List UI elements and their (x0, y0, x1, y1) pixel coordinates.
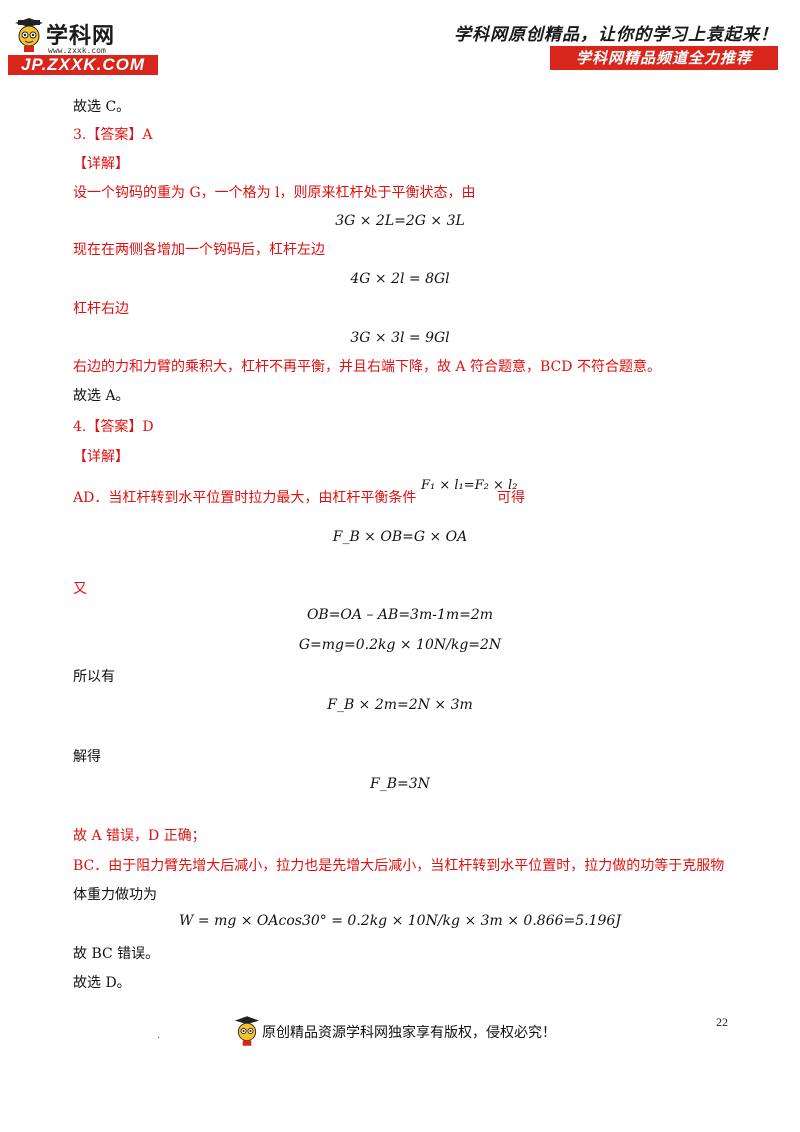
text-line: 故 BC 错误。 (73, 946, 160, 962)
text-line: 故 A 错误，D 正确； (73, 828, 206, 844)
equation: F_B=3N (370, 776, 430, 792)
equation: 3G × 2L=2G × 3L (335, 213, 465, 229)
logo-domain-banner: JP.ZXXK.COM (8, 55, 158, 75)
site-logo[interactable]: 学科网 www.zxxk.com JP.ZXXK.COM (8, 18, 160, 76)
logo-title: 学科网 (46, 24, 116, 49)
text-line: 故选 D。 (73, 975, 131, 991)
page-number: 22 (716, 1015, 728, 1029)
equation: 3G × 3l = 9Gl (350, 330, 450, 346)
text-line: 所以有 (73, 669, 115, 685)
detail-heading: 【详解】 (73, 156, 129, 172)
text-line: 又 (73, 581, 87, 597)
equation: F_B × 2m=2N × 3m (327, 697, 473, 713)
text-line: 杠杆右边 (73, 301, 129, 317)
header-slogan: 学科网原创精品，让你的学习上袁起来！ (454, 25, 778, 45)
channel-banner: 学科网精品频道全力推荐 (550, 46, 778, 70)
equation: G=mg=0.2kg × 10N/kg=2N (298, 637, 502, 653)
text-line: 可得 (497, 490, 525, 506)
answer-heading: 4.【答案】D (73, 419, 154, 435)
inline-equation: F₁ × l₁=F₂ × l₂ (421, 478, 518, 493)
detail-heading: 【详解】 (73, 449, 129, 465)
mascot-icon (234, 1016, 260, 1046)
equation: F_B × OB=G × OA (332, 529, 468, 545)
text-line: 现在在两侧各增加一个钩码后，杠杆左边 (73, 242, 325, 258)
footer-dot: . (157, 1030, 161, 1041)
equation: 4G × 2l = 8Gl (350, 271, 450, 287)
text-line: 故选 C。 (73, 99, 131, 115)
text-line: BC．由于阻力臂先增大后减小，拉力也是先增大后减小，当杠杆转到水平位置时，拉力做… (73, 858, 725, 874)
text-line: 体重力做功为 (73, 887, 157, 903)
logo-url: www.zxxk.com (48, 46, 106, 55)
answer-heading: 3.【答案】A (73, 127, 153, 143)
text-line: 解得 (73, 749, 101, 765)
equation: W = mg × OAcos30° = 0.2kg × 10N/kg × 3m … (179, 913, 621, 929)
mascot-icon (15, 18, 43, 52)
text-line: 右边的力和力臂的乘积大，杠杆不再平衡，并且右端下降，故 A 符合题意，BCD 不… (73, 359, 661, 375)
copyright-notice: 原创精品资源学科网独家享有版权，侵权必究！ (262, 1025, 556, 1041)
equation: OB=OA – AB=3m-1m=2m (306, 607, 494, 623)
text-line: 设一个钩码的重为 G，一个格为 l，则原来杠杆处于平衡状态，由 (73, 185, 476, 201)
text-line: 故选 A。 (73, 388, 130, 404)
text-line: AD．当杠杆转到水平位置时拉力最大，由杠杆平衡条件 (73, 490, 417, 506)
